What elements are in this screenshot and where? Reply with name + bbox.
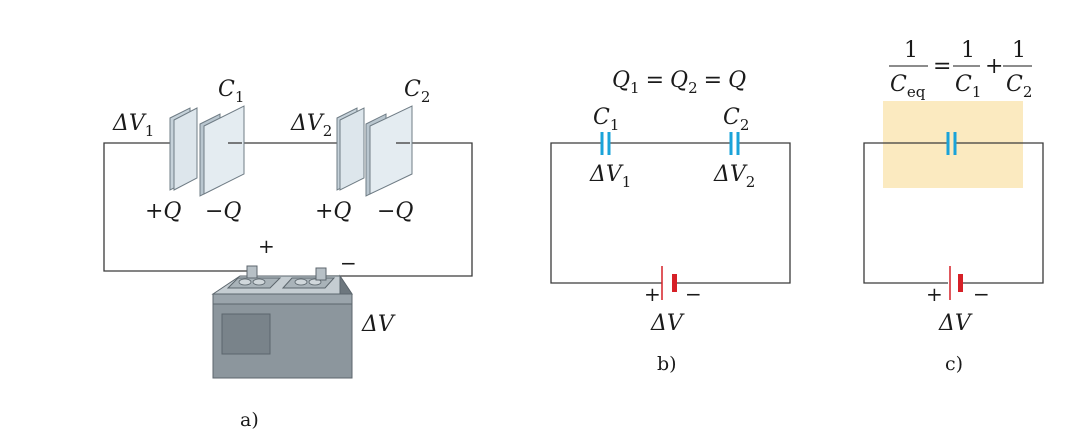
caption-a: a) xyxy=(240,409,259,431)
panel-c: 1 Ceq = 1 C1 + 1 C2 + − ΔV c) xyxy=(863,38,1044,375)
battery-minus-sign-c: − xyxy=(973,282,990,306)
svg-text:Ceq: Ceq xyxy=(890,72,926,101)
caption-c: c) xyxy=(945,353,963,375)
circuit-wire-a xyxy=(103,142,473,277)
c1-label: C1 xyxy=(218,77,244,106)
svg-text:1: 1 xyxy=(1012,38,1026,63)
plus-q-label-2: +Q xyxy=(315,199,351,224)
circuit-wire-c xyxy=(863,142,1044,284)
battery-minus-sign-b: − xyxy=(685,282,702,306)
equivalent-capacitor-highlight xyxy=(883,101,1023,188)
c1-label-b: C1 xyxy=(593,105,619,134)
svg-text:C2: C2 xyxy=(1006,72,1032,101)
minus-q-label-1: −Q xyxy=(205,199,241,224)
svg-text:+: + xyxy=(985,54,1003,79)
capacitor-plate-positive-2 xyxy=(336,107,365,191)
charge-equality-label: Q1=Q2=Q xyxy=(612,68,746,97)
svg-text:1: 1 xyxy=(904,38,918,63)
equivalent-capacitance-formula: 1 Ceq = 1 C1 + 1 C2 xyxy=(889,38,1032,101)
delta-v1-label: ΔV1 xyxy=(112,111,154,140)
delta-v1-label-b: ΔV1 xyxy=(589,162,631,191)
battery-plus-sign-b: + xyxy=(644,282,661,306)
caption-b: b) xyxy=(657,353,677,375)
svg-text:1: 1 xyxy=(961,38,975,63)
delta-v2-label: ΔV2 xyxy=(290,111,332,140)
battery-symbol-b xyxy=(661,266,677,300)
c2-label-b: C2 xyxy=(723,105,749,134)
capacitor-plate-negative-1 xyxy=(199,105,245,197)
delta-v2-label-b: ΔV2 xyxy=(713,162,755,191)
svg-text:=: = xyxy=(933,54,951,79)
capacitor-symbol-c2 xyxy=(729,132,740,155)
battery-plus-sign-a: + xyxy=(258,234,275,258)
capacitor-symbol-c1 xyxy=(600,132,611,155)
battery-symbol-c xyxy=(949,266,963,300)
panel-a: ΔV1 C1 ΔV2 C2 +Q −Q +Q −Q + − ΔV xyxy=(103,77,473,431)
capacitor-symbol-ceq xyxy=(946,132,957,155)
capacitor-plate-positive-1 xyxy=(169,107,198,191)
minus-q-label-2: −Q xyxy=(377,199,413,224)
plus-q-label-1: +Q xyxy=(145,199,181,224)
battery-voltage-label-a: ΔV xyxy=(361,312,396,337)
battery-minus-sign-a: − xyxy=(340,251,357,275)
circuit-wire-b xyxy=(550,142,791,284)
panel-b: Q1=Q2=Q C1 C2 ΔV1 ΔV2 + − ΔV b) xyxy=(550,68,791,375)
car-battery-icon xyxy=(211,265,353,379)
c2-label: C2 xyxy=(404,77,430,106)
battery-voltage-label-b: ΔV xyxy=(650,311,685,336)
battery-plus-sign-c: + xyxy=(926,282,943,306)
battery-voltage-label-c: ΔV xyxy=(938,311,973,336)
svg-text:C1: C1 xyxy=(955,72,981,101)
capacitor-plate-negative-2 xyxy=(365,105,413,197)
